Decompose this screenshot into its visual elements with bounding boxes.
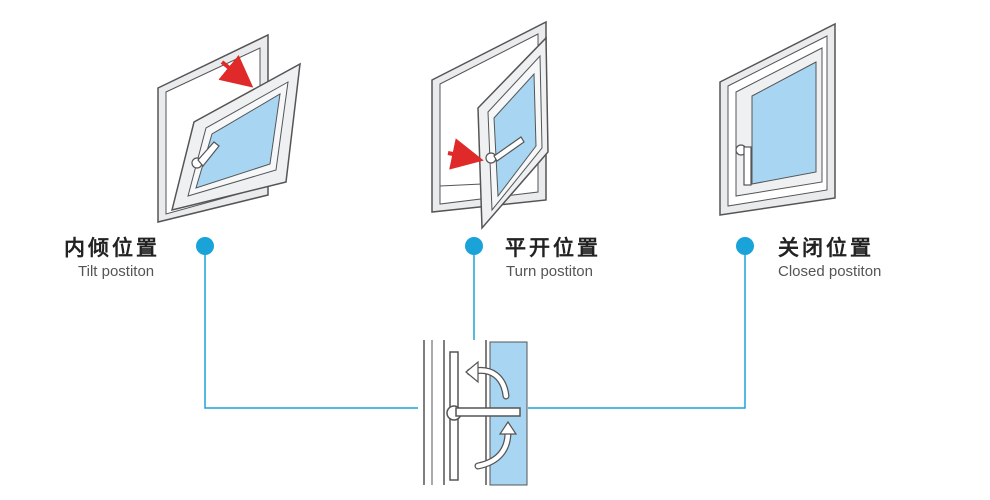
handle-detail-illustration	[423, 340, 528, 486]
closed-position-title: 关闭位置	[778, 236, 874, 260]
closed-dot	[736, 237, 754, 255]
turn-dot	[465, 237, 483, 255]
turn-position-subtitle: Turn postiton	[506, 263, 593, 280]
tilt-dot	[196, 237, 214, 255]
connector-lines	[204, 247, 746, 409]
tilt-position-subtitle: Tilt postiton	[78, 263, 155, 280]
tilt-window-illustration	[157, 33, 301, 223]
turn-position-title: 平开位置	[505, 236, 601, 260]
connector-dots	[196, 237, 754, 255]
closed-window-illustration	[719, 22, 836, 216]
tilt-position-title: 内倾位置	[64, 236, 160, 260]
turn-window-illustration	[431, 20, 549, 230]
closed-position-subtitle: Closed postiton	[778, 263, 882, 280]
